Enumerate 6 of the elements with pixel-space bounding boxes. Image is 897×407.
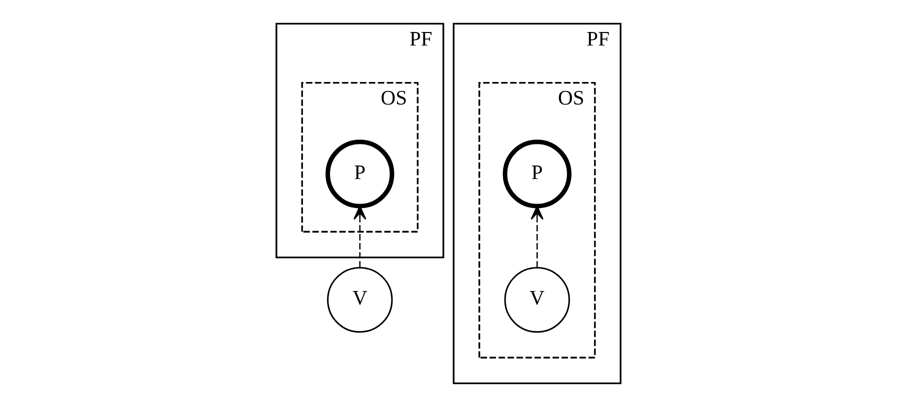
node-circle: V xyxy=(504,266,570,333)
node-circle: P xyxy=(502,140,572,208)
arrow xyxy=(353,206,366,268)
node-circle: P xyxy=(326,140,394,208)
arrow xyxy=(530,206,544,268)
node-circle: V xyxy=(327,266,393,333)
